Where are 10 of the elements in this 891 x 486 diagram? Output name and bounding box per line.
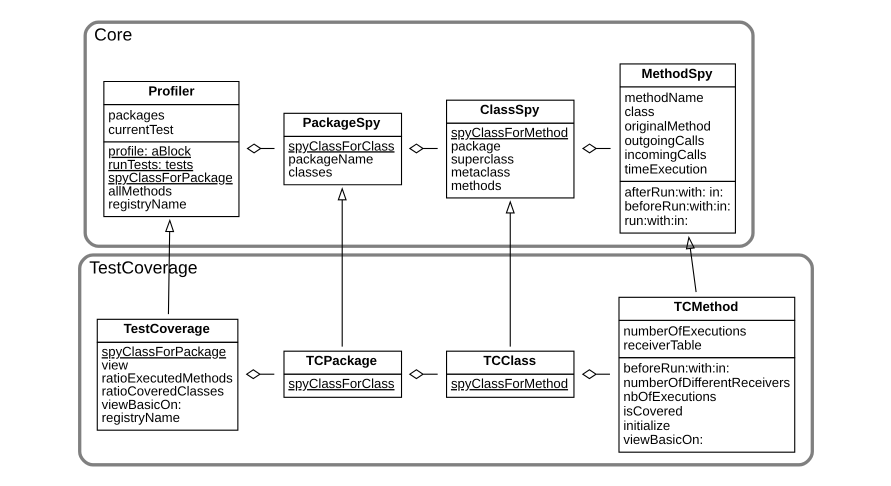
arrow bbox=[505, 200, 514, 346]
arrow bbox=[685, 235, 696, 292]
connector bbox=[245, 368, 274, 379]
connector bbox=[408, 142, 438, 154]
arrow bbox=[164, 218, 174, 314]
connector bbox=[246, 142, 274, 154]
arrow bbox=[337, 186, 346, 346]
connector bbox=[581, 368, 610, 379]
connector bbox=[581, 142, 610, 154]
connector bbox=[408, 368, 438, 379]
